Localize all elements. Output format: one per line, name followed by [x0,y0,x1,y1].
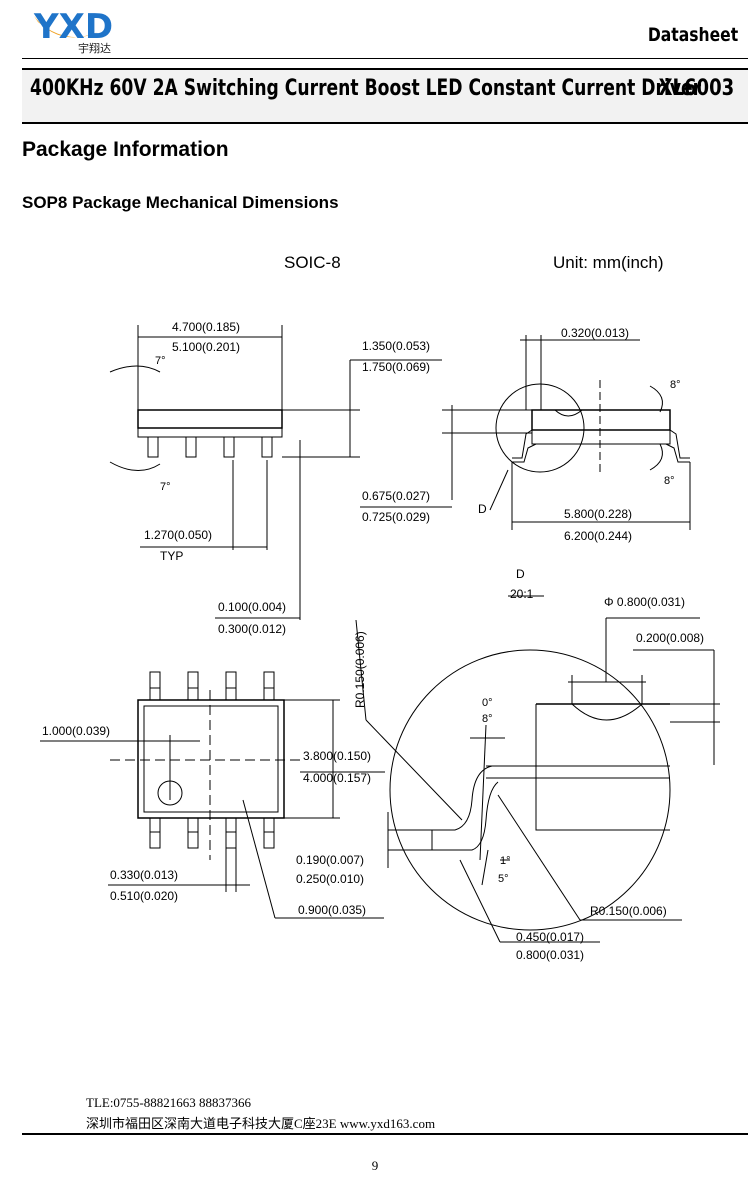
footer-address: 深圳市福田区深南大道电子科技大厦C座23E www.yxd163.com [86,1116,436,1131]
detail-d-view [355,595,720,943]
pin1-offset: 1.000(0.039) [42,724,110,738]
width-min: 3.800(0.150) [303,749,371,763]
top-view [40,671,385,919]
angle-8-a: 8° [670,379,681,391]
radius-right: R0.150(0.006) [590,904,667,918]
part-number: XL6003 [658,76,734,101]
foot-max: 0.800(0.031) [516,948,584,962]
body-len-min: 4.700(0.185) [172,320,240,334]
standoff-max: 0.725(0.029) [362,510,430,524]
logo-subtext: 宇翔达 [78,42,111,55]
company-logo: YXD [33,7,113,47]
angle-8-c: 8° [482,713,493,725]
package-drawing: SOIC-8 Unit: mm(inch) 4.700(0.185) 5.100… [40,253,720,962]
thickness-min: 0.190(0.007) [296,853,364,867]
document-title: 400KHz 60V 2A Switching Current Boost LE… [30,76,702,101]
page-number: 9 [371,1158,379,1173]
pad-width-min: 0.330(0.013) [110,868,178,882]
foot-min: 0.450(0.017) [516,930,584,944]
height-max: 1.750(0.069) [362,360,430,374]
detail-title: D [516,567,525,581]
clearance-min: 0.100(0.004) [218,600,286,614]
footer-tel: TLE:0755-88821663 88837366 [86,1095,252,1110]
ejector-depth: 0.200(0.008) [636,631,704,645]
detail-scale: 20:1 [510,587,534,601]
pad-width-max: 0.510(0.020) [110,889,178,903]
logo-text: YXD [33,7,113,47]
radius-vertical: R0.150(0.006) [353,631,367,708]
thickness-max: 0.250(0.010) [296,872,364,886]
title-bar [22,68,748,124]
angle-5: 5° [498,873,509,885]
width-max: 4.000(0.157) [303,771,371,785]
angle-1: 1° [500,855,511,867]
angle-7-bottom: 7° [160,481,171,493]
section-title: Package Information [22,138,229,161]
angle-7-top: 7° [155,355,166,367]
package-name: SOIC-8 [284,253,341,272]
angle-0: 0° [482,697,493,709]
lead-width: 0.320(0.013) [561,326,629,340]
pitch-label: 1.270(0.050) [144,528,212,542]
header-divider [22,58,748,59]
side-view [109,325,442,620]
height-min: 1.350(0.053) [362,339,430,353]
span-max: 6.200(0.244) [564,529,632,543]
subsection-title: SOP8 Package Mechanical Dimensions [22,193,339,212]
detail-ref: D [478,502,487,516]
doc-type-label: Datasheet [647,24,738,46]
body-len-max: 5.100(0.201) [172,340,240,354]
pin1-position: 0.900(0.035) [298,903,366,917]
pitch-typ: TYP [160,549,183,563]
pin1-diameter: Φ 0.800(0.031) [604,595,685,609]
end-view [360,335,691,530]
unit-label: Unit: mm(inch) [553,253,664,272]
standoff-min: 0.675(0.027) [362,489,430,503]
span-min: 5.800(0.228) [564,507,632,521]
footer-divider [22,1133,748,1135]
angle-8-b: 8° [664,475,675,487]
clearance-max: 0.300(0.012) [218,622,286,636]
